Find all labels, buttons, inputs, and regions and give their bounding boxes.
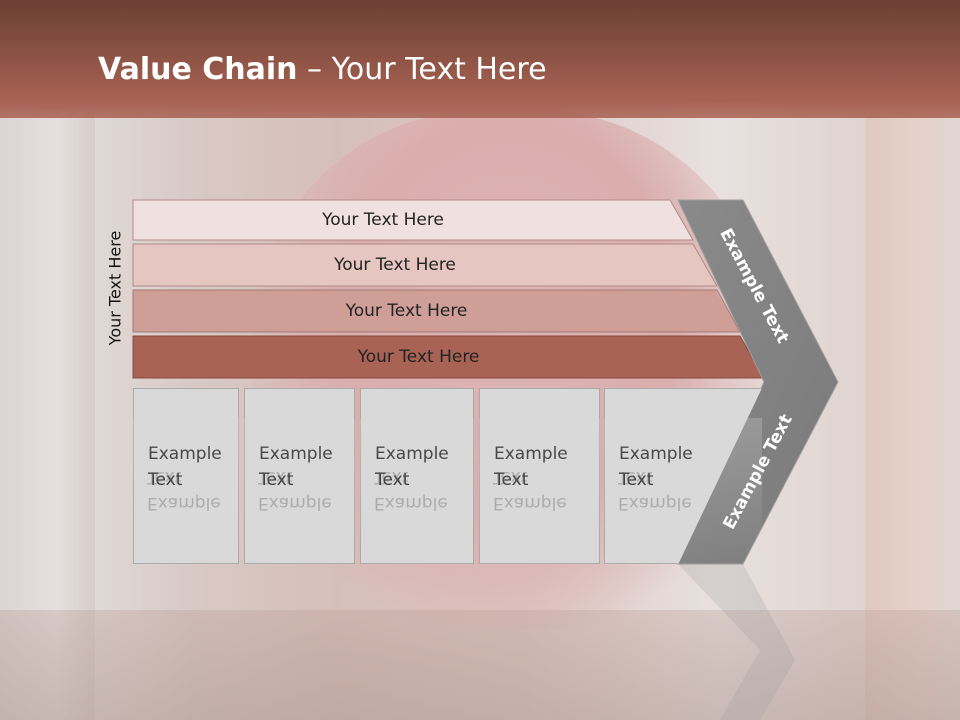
support-bar-1[interactable]: Your Text Here — [133, 200, 693, 240]
title-rest: – Your Text Here — [297, 52, 547, 87]
box-line1: Example — [375, 444, 449, 464]
chevron-shape — [677, 199, 839, 565]
activity-box-3[interactable]: Example Text — [360, 388, 474, 564]
box-line2: Text — [375, 470, 410, 490]
activity-box-2[interactable]: Example Text — [244, 388, 355, 564]
activity-box-1[interactable]: Example Text — [133, 388, 239, 564]
box-line2: Text — [259, 470, 294, 490]
bar-outline-2 — [132, 243, 718, 287]
box-line1: Example — [494, 444, 568, 464]
support-bar-4[interactable]: Your Text Here — [133, 336, 764, 378]
background-floor — [0, 610, 960, 720]
title-bold: Value Chain — [98, 52, 298, 87]
bar-outline-1 — [132, 199, 694, 241]
title-banner: Value Chain – Your Text Here — [0, 0, 960, 118]
box-line2: Text — [494, 470, 529, 490]
support-bar-3[interactable]: Your Text Here — [133, 290, 740, 332]
box-line2: Text — [148, 470, 183, 490]
box-line1: Example — [259, 444, 333, 464]
activity-box-4[interactable]: Example Text — [479, 388, 600, 564]
support-bar-2[interactable]: Your Text Here — [133, 244, 717, 286]
slide-title: Value Chain – Your Text Here — [98, 52, 547, 87]
chevron-reflection — [678, 564, 795, 720]
box-line1: Example — [148, 444, 222, 464]
box-line1: Example — [619, 444, 693, 464]
box-line2: Text — [619, 470, 654, 490]
